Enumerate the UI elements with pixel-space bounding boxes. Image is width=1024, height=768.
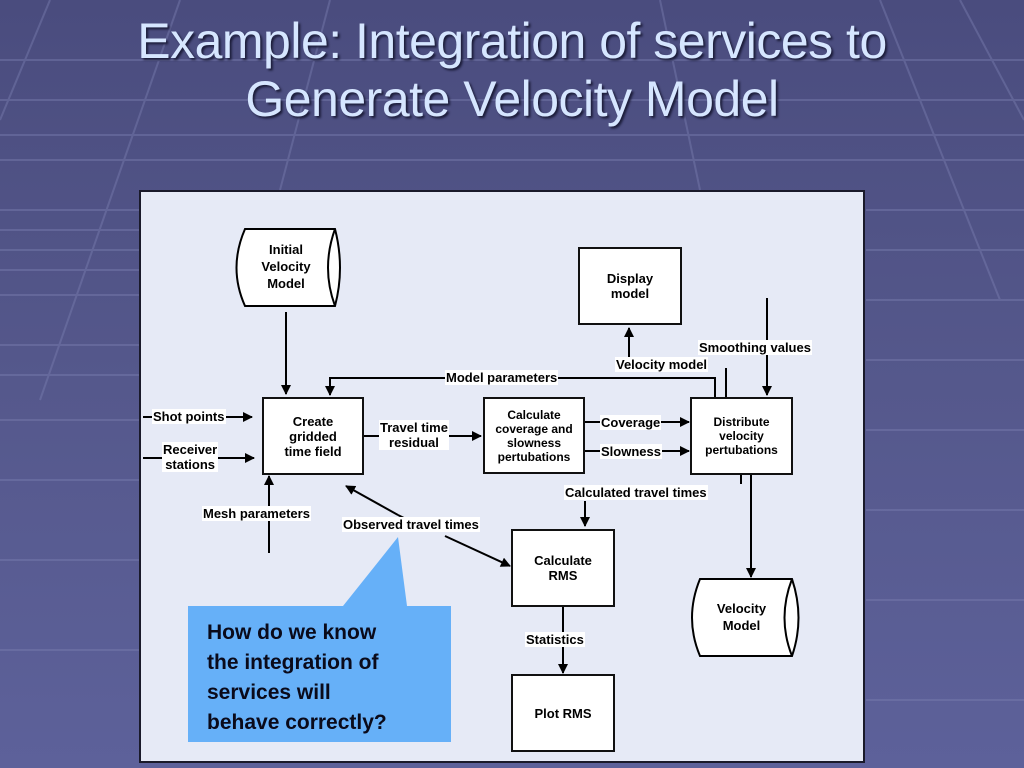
label-smoothing-values: Smoothing values xyxy=(698,340,812,355)
label-receiver-stations: Receiver stations xyxy=(162,442,219,472)
label-mesh-parameters: Mesh parameters xyxy=(202,506,311,521)
initial-velocity-model-cap xyxy=(327,228,336,307)
velocity-model-shape xyxy=(691,578,800,657)
edge-observed-to-rms xyxy=(444,535,511,567)
slide-title-line-1: Example: Integration of services to xyxy=(137,13,887,69)
calculate-rms-box[interactable]: Calculate RMS xyxy=(511,529,615,607)
slide-title: Example: Integration of services to Gene… xyxy=(0,12,1024,128)
create-gridded-time-field-box[interactable]: Create gridded time field xyxy=(262,397,364,475)
initial-velocity-model-label[interactable]: Initial Velocity Model xyxy=(261,242,311,291)
label-observed-travel-times: Observed travel times xyxy=(342,517,480,532)
edge-observed-to-create xyxy=(345,485,399,516)
label-shot-points: Shot points xyxy=(152,409,226,424)
label-statistics: Statistics xyxy=(525,632,585,647)
initial-velocity-model-shape xyxy=(235,228,341,307)
label-calculated-travel-times: Calculated travel times xyxy=(564,485,708,500)
slide-title-line-2: Generate Velocity Model xyxy=(245,71,779,127)
display-model-box[interactable]: Display model xyxy=(578,247,682,325)
velocity-model-label[interactable]: Velocity Model xyxy=(716,601,767,633)
plot-rms-box[interactable]: Plot RMS xyxy=(511,674,615,752)
callout-bubble xyxy=(188,537,451,742)
calculate-coverage-box[interactable]: Calculate coverage and slowness pertubat… xyxy=(483,397,585,474)
label-slowness: Slowness xyxy=(600,444,662,459)
label-velocity-model: Velocity model xyxy=(615,357,709,372)
callout-text: How do we know the integration of servic… xyxy=(207,621,387,734)
distribute-velocity-box[interactable]: Distribute velocity pertubations xyxy=(690,397,793,475)
label-model-parameters: Model parameters xyxy=(445,370,559,385)
label-coverage: Coverage xyxy=(600,415,662,430)
velocity-model-cap xyxy=(783,578,793,657)
label-travel-time-residual: Travel time residual xyxy=(379,420,449,450)
